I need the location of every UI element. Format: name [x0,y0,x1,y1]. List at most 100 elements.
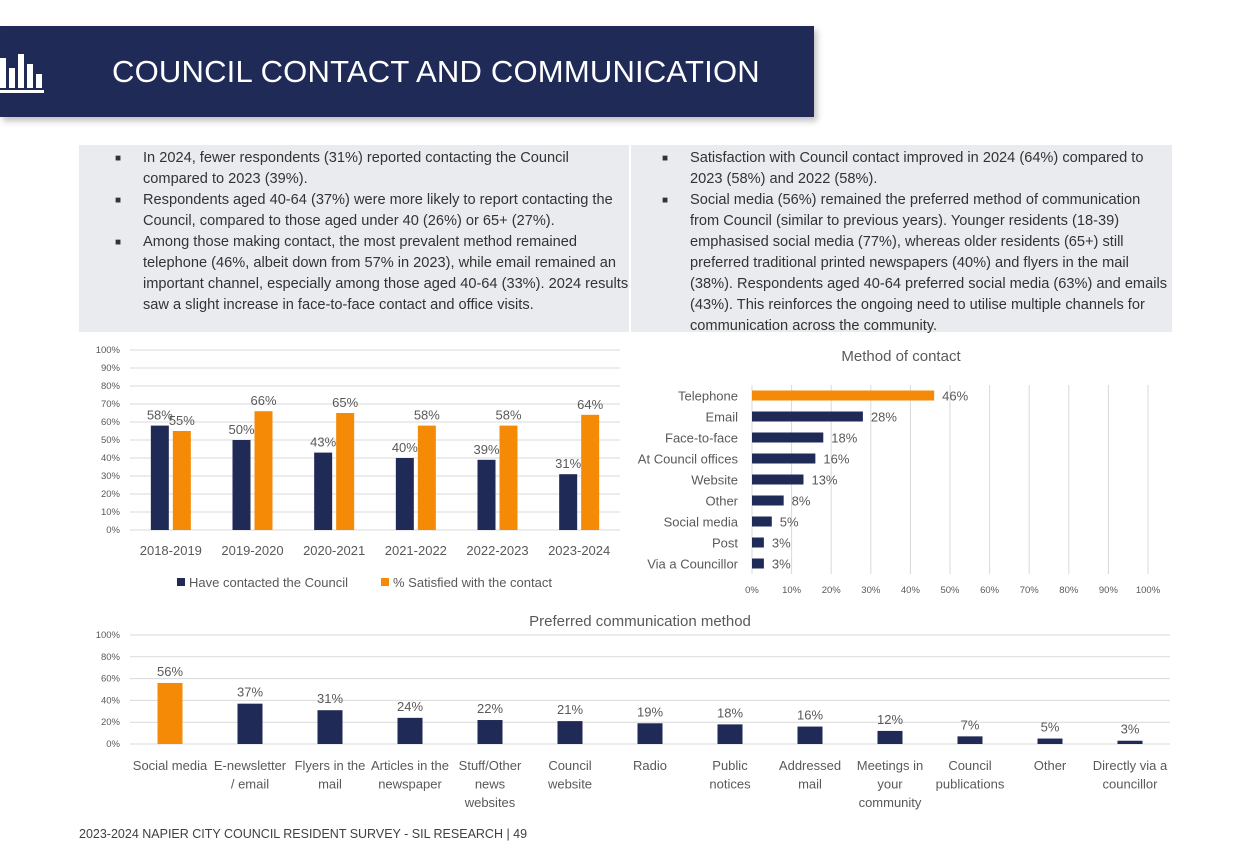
data-label: 18% [717,705,743,720]
y-tick-label: 70% [101,399,121,410]
category-label: Post [712,536,738,551]
bar [752,411,863,422]
data-label: 19% [637,704,663,719]
data-label: 58% [147,408,173,423]
data-label: 18% [831,431,857,446]
y-tick-label: 0% [106,525,120,536]
y-tick-label: 90% [101,363,121,374]
summary-panel-left: ■In 2024, fewer respondents (31%) report… [79,145,629,332]
bullet-square-icon: ■ [115,153,122,164]
x-tick-label: 80% [1059,585,1079,596]
bar [157,682,183,744]
x-tick-label: 2022-2023 [466,543,528,558]
bar [752,390,935,401]
legend-swatch [381,578,389,586]
bar [752,537,764,548]
x-tick-label: 2021-2022 [385,543,447,558]
data-label: 3% [772,536,791,551]
bar [417,425,436,530]
category-label: Via a Councillor [647,557,738,572]
bar [752,495,784,506]
x-tick-label: 2019-2020 [221,543,283,558]
bar [877,730,903,744]
bullet-square-icon: ■ [662,195,669,206]
x-tick-label: 30% [861,585,881,596]
x-tick-label: 10% [782,585,802,596]
bar [957,736,983,744]
y-tick-label: 20% [101,717,121,728]
legend-label: % Satisfied with the contact [393,575,552,590]
data-label: 5% [780,515,799,530]
category-label: Social media [664,515,739,530]
y-tick-label: 50% [101,435,121,446]
bar [752,453,816,464]
data-label: 16% [823,452,849,467]
y-tick-label: 0% [106,739,120,750]
y-tick-label: 100% [96,630,121,641]
x-tick-label: E-newsletter/ email [214,758,287,792]
x-tick-label: Other [1034,758,1067,773]
category-label: Website [691,473,738,488]
data-label: 64% [577,397,603,412]
data-label: 40% [392,440,418,455]
data-label: 56% [157,664,183,679]
y-tick-label: 40% [101,695,121,706]
y-tick-label: 20% [101,489,121,500]
data-label: 43% [310,435,336,450]
data-label: 8% [792,494,811,509]
data-label: 3% [772,557,791,572]
bar [150,425,169,530]
x-tick-label: 70% [1020,585,1040,596]
bar [336,413,355,530]
data-label: 58% [414,408,440,423]
bar [752,474,804,485]
y-tick-label: 80% [101,652,121,663]
bar [237,703,263,744]
data-label: 13% [811,473,837,488]
summary-bullet: ■Among those making contact, the most pr… [115,234,629,313]
data-label: 50% [228,422,254,437]
bar [397,717,423,744]
x-tick-label: 100% [1136,585,1161,596]
bar [477,459,496,530]
category-label: At Council offices [638,452,739,467]
x-tick-label: 60% [980,585,1000,596]
data-label: 12% [877,712,903,727]
bar [559,474,578,530]
bar [317,710,343,744]
legend-label: Have contacted the Council [189,575,348,590]
x-tick-label: 0% [745,585,759,596]
summary-bullet: ■Social media (56%) remained the preferr… [662,192,1167,334]
y-tick-label: 100% [96,345,121,356]
bullet-square-icon: ■ [115,195,122,206]
page-header: COUNCIL CONTACT AND COMMUNICATION [0,26,814,117]
data-label: 55% [169,413,195,428]
bar [797,726,823,744]
data-label: 3% [1121,722,1140,737]
legend-swatch [177,578,185,586]
bar [314,452,333,530]
x-tick-label: 40% [901,585,921,596]
x-tick-label: 2018-2019 [140,543,202,558]
bar [477,720,503,744]
bar [581,414,600,530]
data-label: 22% [477,701,503,716]
data-label: 39% [473,442,499,457]
page-title: COUNCIL CONTACT AND COMMUNICATION [112,54,760,89]
bullet-square-icon: ■ [662,153,669,164]
y-tick-label: 60% [101,674,121,685]
bar [1117,740,1143,744]
y-tick-label: 40% [101,453,121,464]
data-label: 21% [557,702,583,717]
data-label: 66% [250,393,276,408]
y-tick-label: 10% [101,507,121,518]
x-tick-label: Social media [133,758,208,773]
summary-bullet: ■In 2024, fewer respondents (31%) report… [115,150,569,187]
